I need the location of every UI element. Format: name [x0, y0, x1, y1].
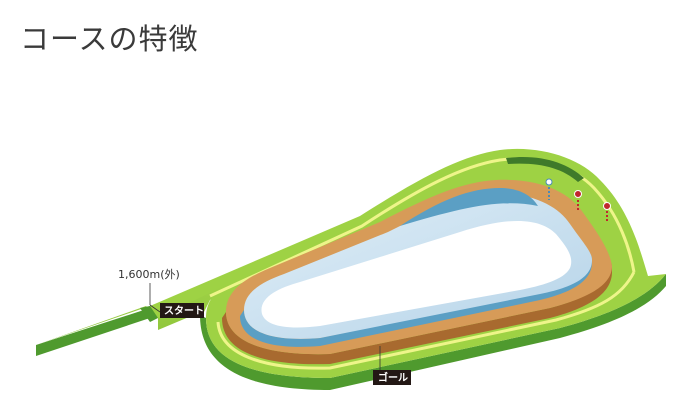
furlong-pole-red-1	[574, 190, 582, 212]
start-tag	[160, 303, 204, 318]
start-chute	[140, 306, 158, 322]
distance-label: 1,600m(外)	[118, 268, 180, 281]
turf-track-side	[36, 274, 666, 390]
page-title: コースの特徴	[20, 22, 199, 56]
infield	[261, 220, 572, 328]
start-label: スタート	[164, 305, 204, 317]
furlong-pole-red-2	[603, 202, 611, 222]
infield-slope	[400, 188, 538, 226]
start-leader	[149, 304, 161, 313]
furlong-pole-blue	[545, 178, 553, 200]
inner-track-side	[240, 254, 592, 347]
outer-backstretch-strip	[506, 156, 584, 182]
goal-label: ゴール	[378, 371, 408, 384]
dirt-track-side	[222, 262, 612, 365]
goal-tag	[373, 370, 411, 385]
turf-rail-line-lower	[216, 271, 636, 370]
